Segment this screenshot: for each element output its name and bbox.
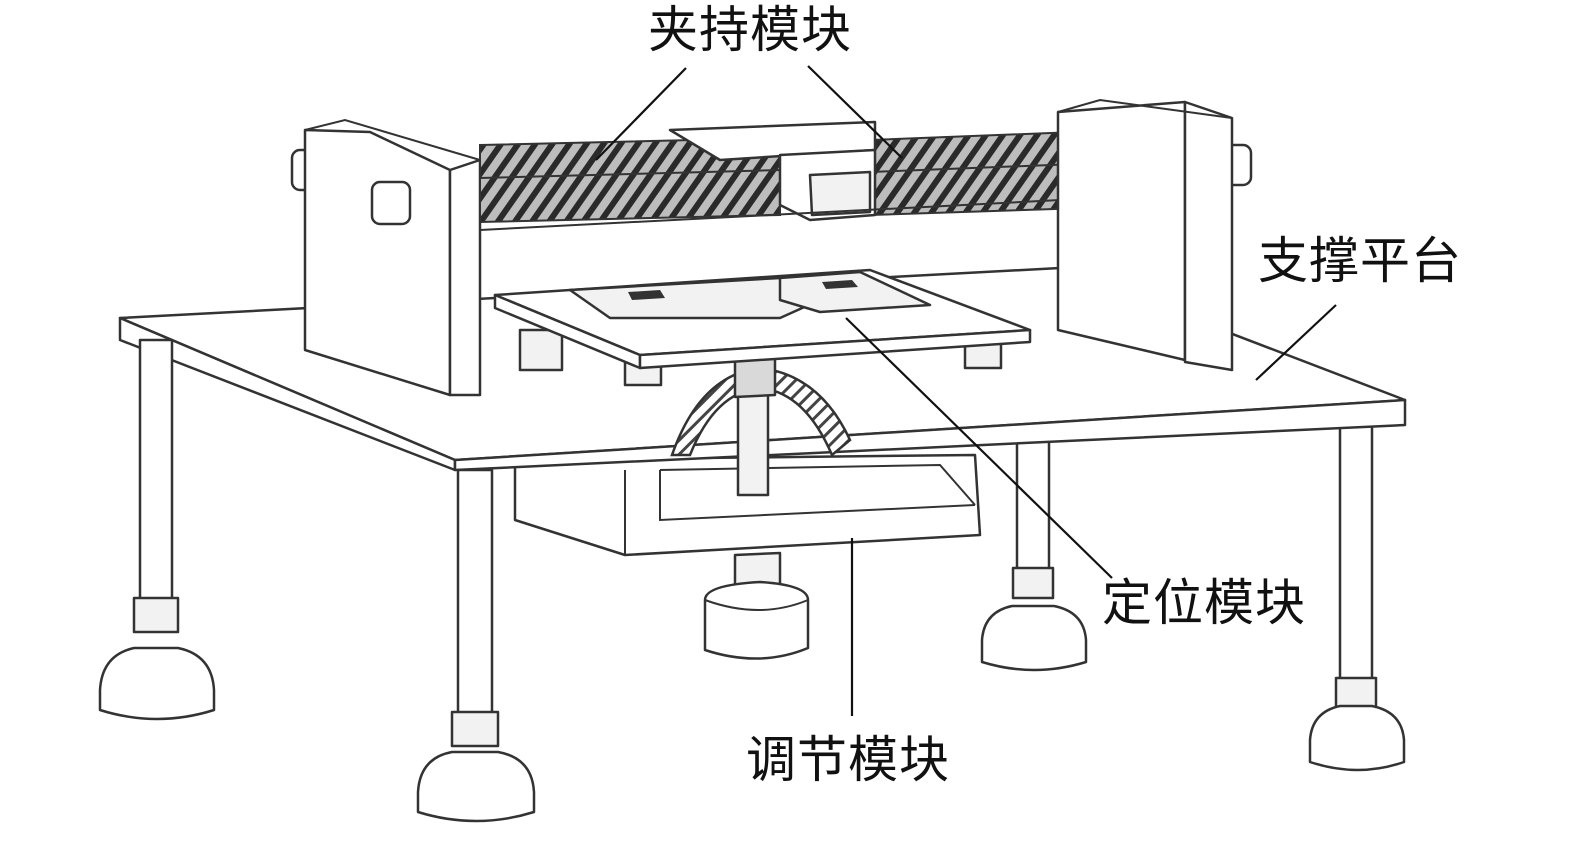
- leader-lines: [595, 65, 1337, 716]
- leader-locate: [845, 317, 1113, 579]
- back-leg-right: [1308, 418, 1406, 772]
- left-clamp-block: [290, 118, 482, 397]
- right-clamp-block: [1056, 98, 1253, 372]
- label-locating-module: 定位模块: [1102, 574, 1306, 632]
- front-leg-center: [416, 468, 536, 823]
- adjusting-bolt: [670, 354, 852, 497]
- locating-plate: [493, 268, 1032, 387]
- label-support-platform: 支撑平台: [1258, 232, 1462, 290]
- front-leg-left: [98, 338, 216, 721]
- leader-clamp-left: [595, 67, 687, 161]
- leader-support: [1255, 304, 1337, 381]
- leader-clamp-right: [807, 65, 903, 159]
- back-leg-mid: [980, 438, 1088, 672]
- adjusting-box: [513, 453, 982, 660]
- lead-screws: [479, 120, 1181, 231]
- label-clamp-module: 夹持模块: [648, 1, 852, 59]
- label-adjusting-module: 调节模块: [746, 731, 950, 789]
